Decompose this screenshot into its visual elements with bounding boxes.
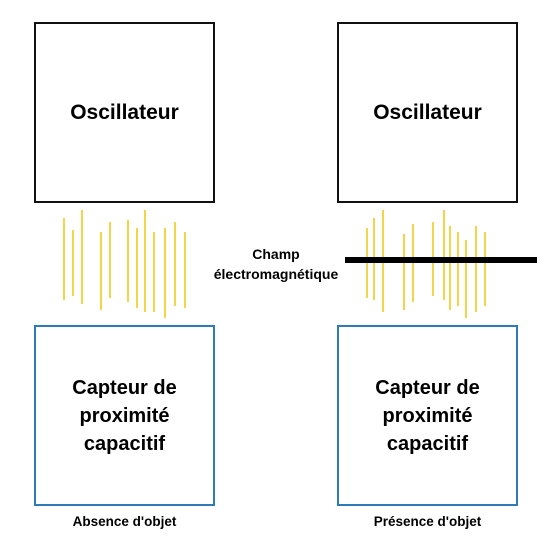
right-caption: Présence d'objet [373,514,482,529]
left-oscillator-box: Oscillateur [34,22,215,203]
right-oscillator-label: Oscillateur [373,100,482,124]
right-oscillator-box: Oscillateur [337,22,518,203]
right-sensor-box: Capteur de proximité capacitif [337,325,518,506]
left-oscillator-label: Oscillateur [70,100,179,124]
field-label: Champ électromagnétique [213,246,339,282]
left-caption: Absence d'objet [72,514,177,529]
right-sensor-label: Capteur de proximité capacitif [375,376,480,455]
left-sensor-box: Capteur de proximité capacitif [34,325,215,506]
left-sensor-label: Capteur de proximité capacitif [72,376,177,455]
